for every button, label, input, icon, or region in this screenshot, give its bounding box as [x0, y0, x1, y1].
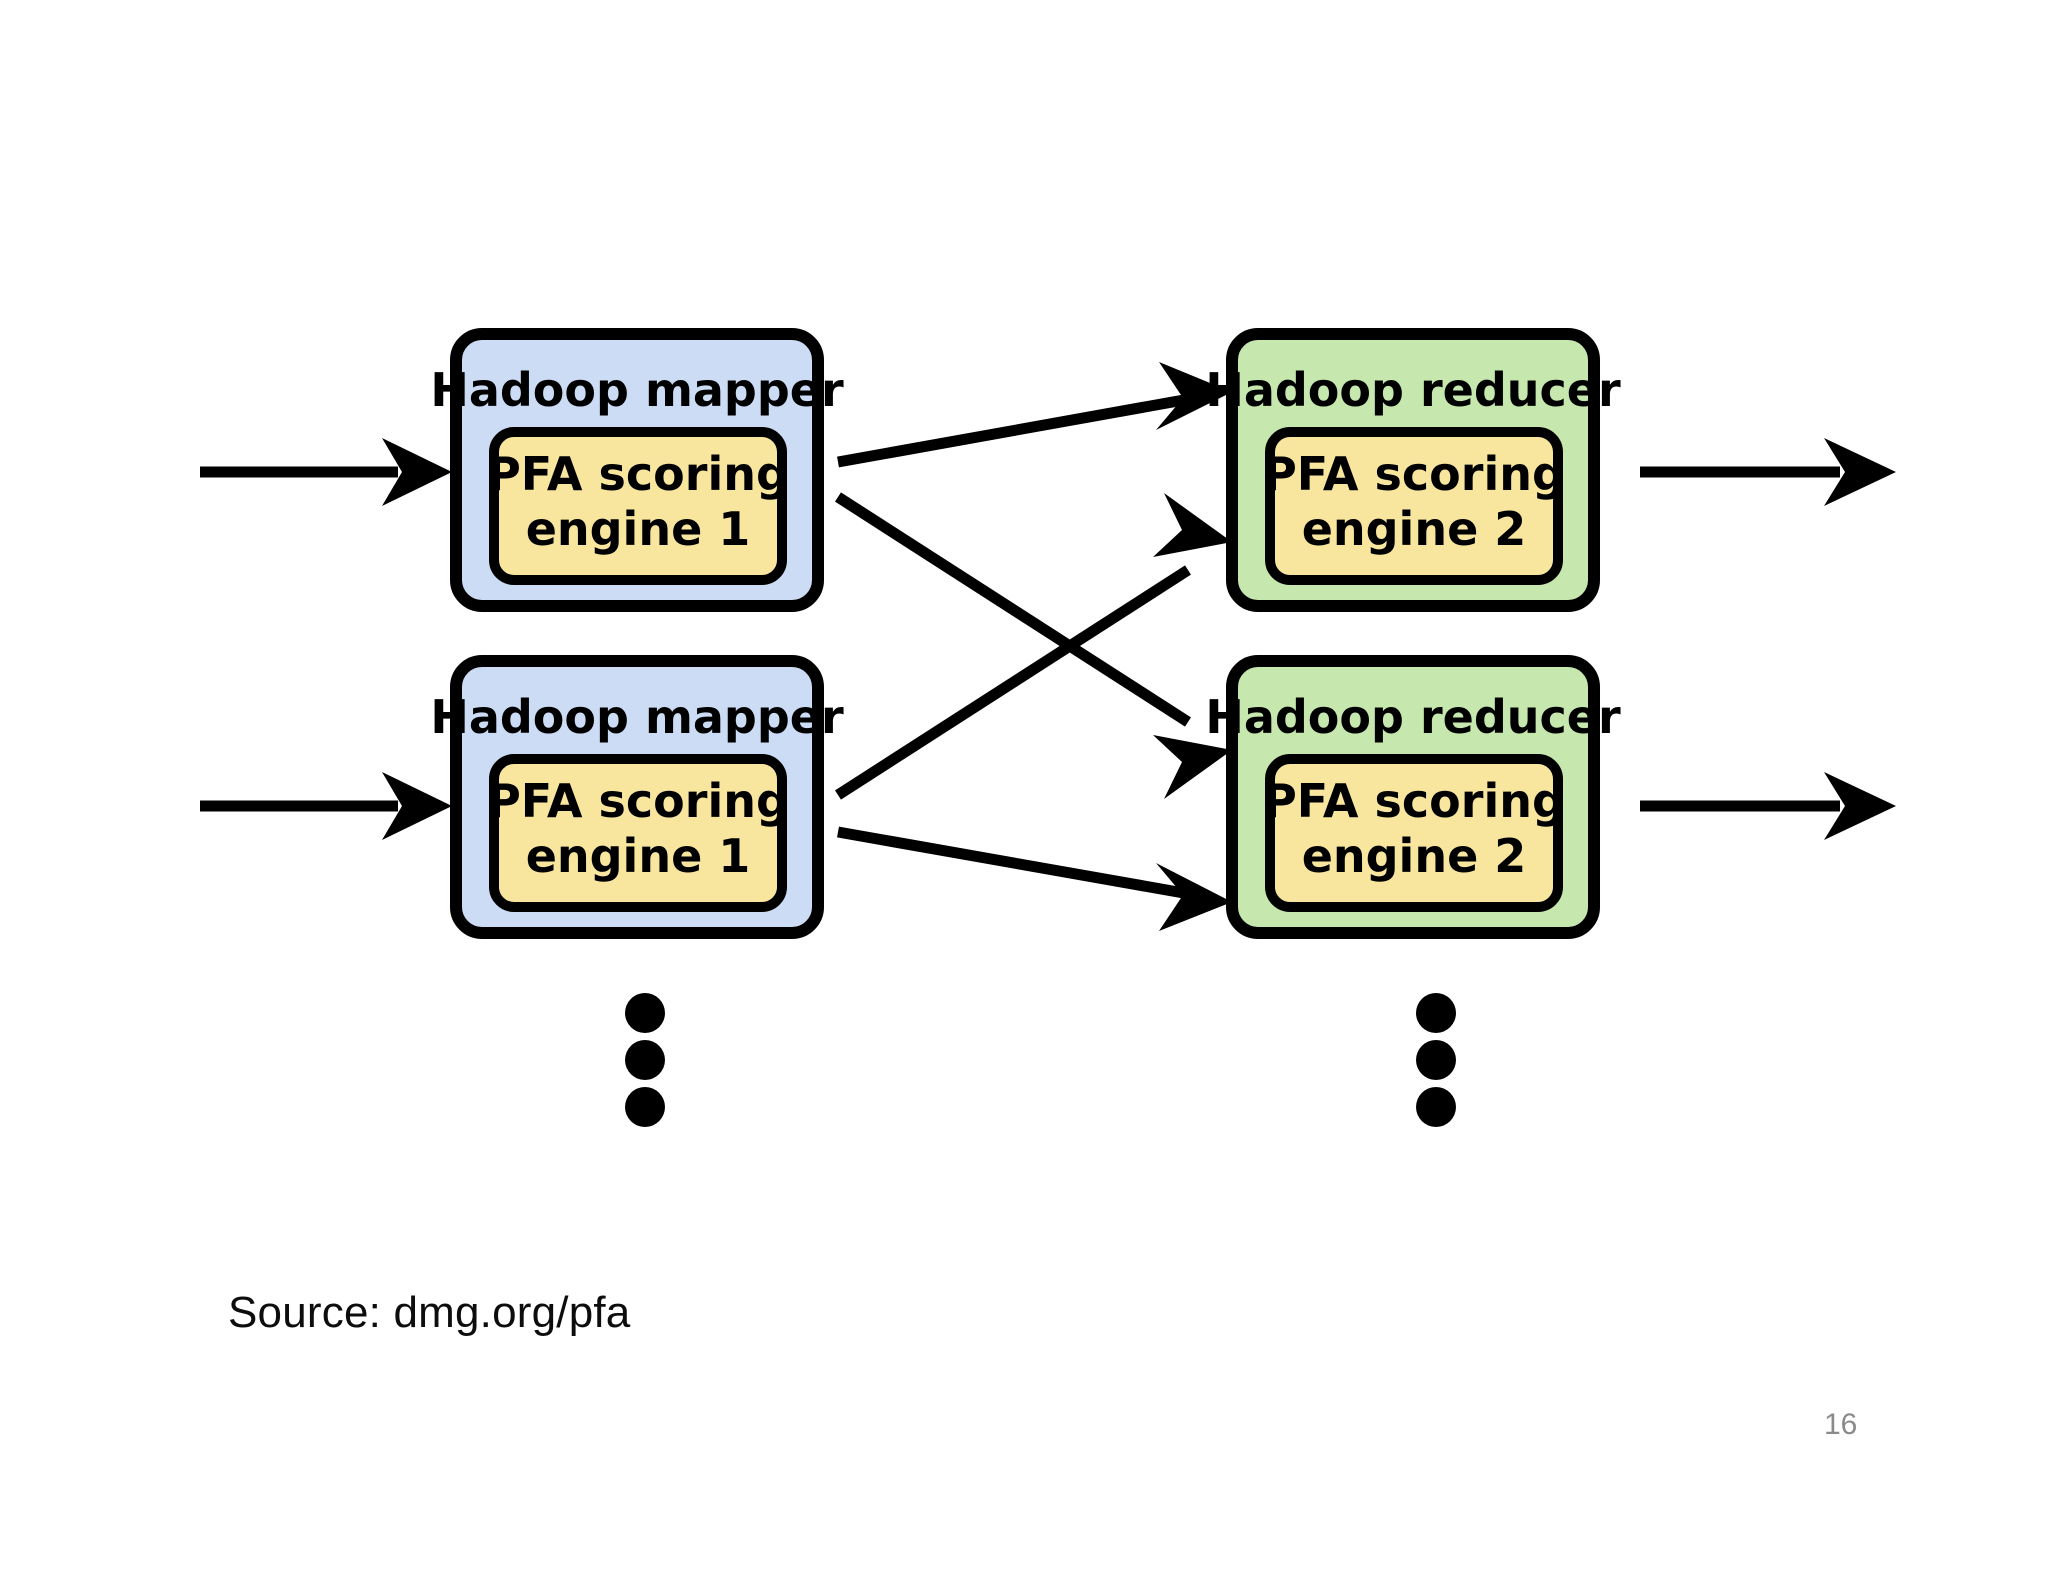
mapper-1-outer-label: Hadoop mapper	[430, 363, 844, 417]
reducer-2-box[interactable]: Hadoop reducer PFA scoring engine 2	[1205, 655, 1621, 939]
reducer-1-engine-line1: PFA scoring	[1263, 447, 1565, 501]
reducer-1-engine-line2: engine 2	[1302, 502, 1527, 556]
mapper-2-box[interactable]: Hadoop mapper PFA scoring engine 1	[430, 655, 844, 939]
page-number: 16	[1824, 1408, 1858, 1441]
reducer-2-engine-line1: PFA scoring	[1263, 774, 1565, 828]
edge-m2-r1	[835, 493, 1232, 800]
mapper-1-engine-line2: engine 1	[526, 502, 751, 556]
reducer-2-engine-line2: engine 2	[1302, 829, 1527, 883]
reducer-1-engine-box[interactable]	[1265, 427, 1563, 585]
reducer-1-box[interactable]: Hadoop reducer PFA scoring engine 2	[1205, 328, 1621, 612]
reducer-2-outer-label: Hadoop reducer	[1205, 690, 1621, 744]
reducer-2-engine-box[interactable]	[1265, 754, 1563, 912]
mapper-1-engine-box[interactable]	[489, 427, 787, 585]
edge-m1-r1	[837, 362, 1232, 468]
reducer-ellipsis	[1416, 993, 1456, 1127]
mapper-2-engine-line2: engine 1	[526, 829, 751, 883]
mapper-ellipsis	[625, 993, 665, 1127]
mapper-1-engine-line1: PFA scoring	[487, 447, 789, 501]
reducer-1-outer-label: Hadoop reducer	[1205, 363, 1621, 417]
edge-m2-r2	[837, 826, 1232, 931]
output-arrow-1	[1640, 438, 1896, 506]
mapper-2-outer-label: Hadoop mapper	[430, 690, 844, 744]
mapper-2-engine-box[interactable]	[489, 754, 787, 912]
edge-m1-r2	[835, 492, 1232, 799]
input-arrow-1	[200, 438, 452, 506]
source-note: Source: dmg.org/pfa	[228, 1288, 631, 1337]
output-arrow-2	[1640, 772, 1896, 840]
mapper-2-engine-line1: PFA scoring	[487, 774, 789, 828]
input-arrow-2	[200, 772, 452, 840]
mapper-1-box[interactable]: Hadoop mapper PFA scoring engine 1	[430, 328, 844, 612]
